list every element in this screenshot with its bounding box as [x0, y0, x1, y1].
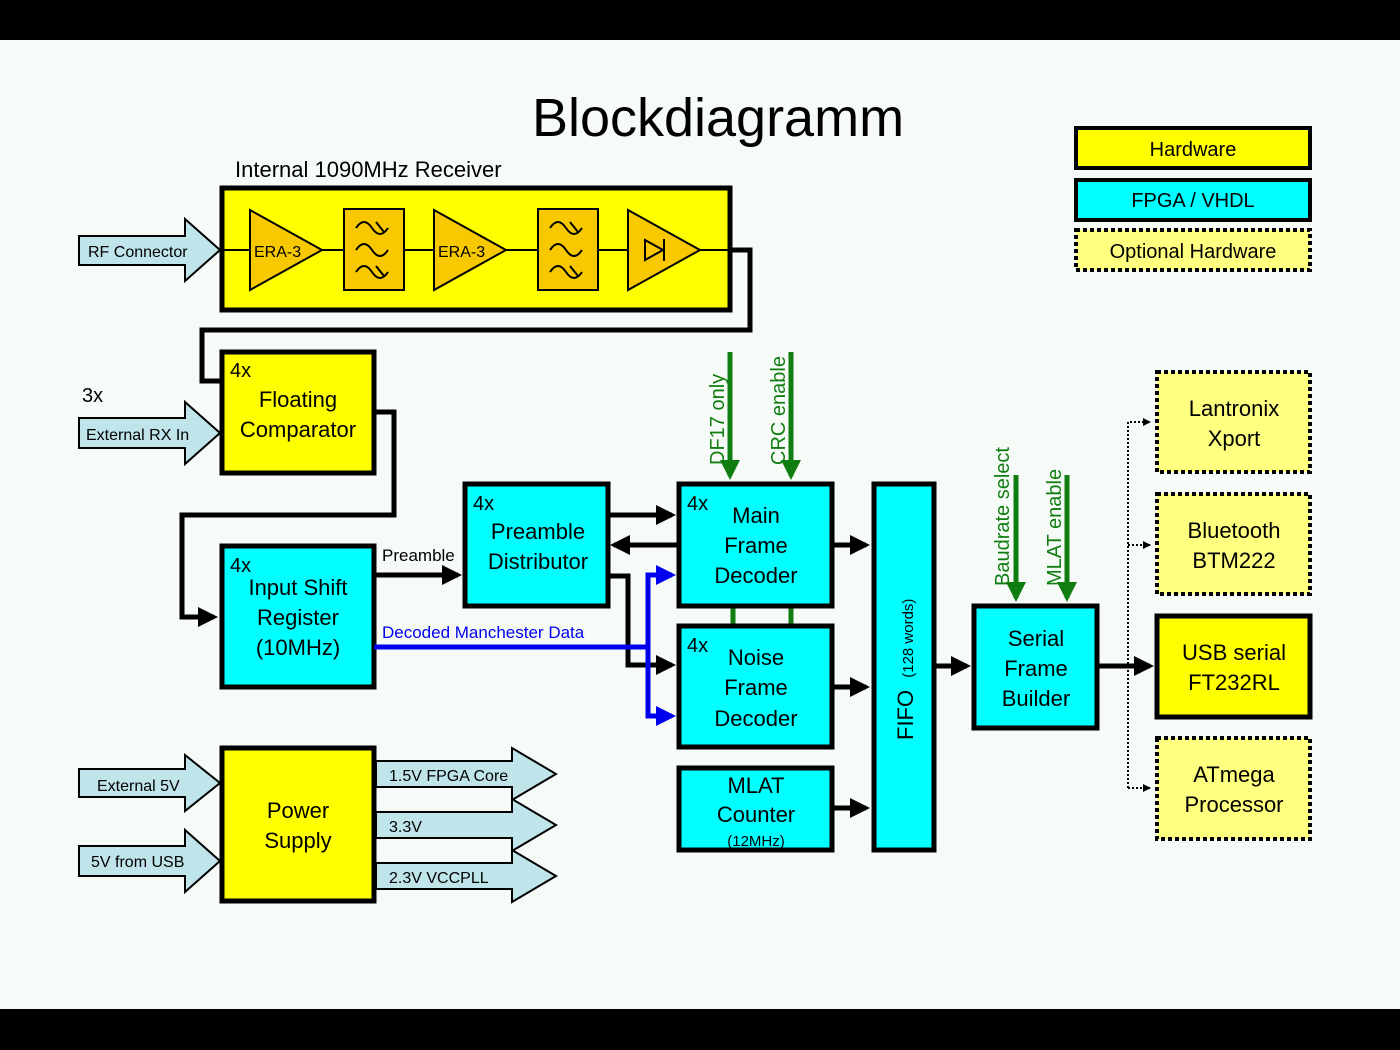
bluetooth-btm222-block: Bluetooth BTM222 — [1155, 492, 1312, 596]
external-5v-input: External 5V — [78, 752, 222, 814]
ext-rx-count: 3x — [82, 385, 103, 407]
power-supply-block: Power Supply — [219, 745, 377, 904]
block-diagram: Blockdiagramm Hardware FPGA / VHDL Optio… — [78, 88, 1313, 904]
svg-text:Bluetooth: Bluetooth — [1188, 518, 1281, 543]
df17-signal-label: DF17 only — [707, 374, 729, 465]
svg-text:3.3V: 3.3V — [389, 819, 422, 836]
svg-text:ATmega: ATmega — [1193, 762, 1275, 787]
baudrate-signal-label: Baudrate select — [992, 447, 1014, 586]
power-output-1v5: 1.5V FPGA Core — [375, 746, 558, 802]
svg-text:Frame: Frame — [1004, 656, 1068, 681]
input-shift-register-block: 4x Input Shift Register (10MHz) — [219, 543, 377, 690]
svg-text:USB serial: USB serial — [1182, 640, 1286, 665]
receiver-label: Internal 1090MHz Receiver — [235, 157, 502, 182]
preamble-distributor-block: 4x Preamble Distributor — [462, 481, 611, 609]
diode-detector-icon — [627, 208, 703, 292]
svg-text:MLAT: MLAT — [727, 773, 784, 798]
svg-text:4x: 4x — [687, 493, 708, 515]
svg-text:RF Connector: RF Connector — [88, 244, 188, 261]
usb-serial-ft232rl-block: USB serial FT232RL — [1154, 613, 1313, 720]
amplifier-2-label: ERA-3 — [438, 244, 485, 261]
svg-text:Register: Register — [257, 605, 339, 630]
svg-text:Builder: Builder — [1002, 686, 1070, 711]
svg-text:BTM222: BTM222 — [1192, 548, 1275, 573]
external-rx-input: External RX In — [78, 399, 222, 467]
preamble-signal-label: Preamble — [382, 546, 455, 565]
svg-text:Counter: Counter — [717, 802, 795, 827]
svg-text:Frame: Frame — [724, 533, 788, 558]
page-title: Blockdiagramm — [532, 88, 904, 148]
svg-text:Noise: Noise — [728, 645, 784, 670]
svg-text:Comparator: Comparator — [240, 417, 356, 442]
svg-text:4x: 4x — [473, 493, 494, 515]
crc-signal-label: CRC enable — [768, 356, 790, 465]
amplifier-1-label: ERA-3 — [254, 244, 301, 261]
svg-text:FIFO (128 words): FIFO (128 words) — [893, 599, 918, 740]
legend-hardware-label: Hardware — [1150, 139, 1237, 161]
svg-text:Preamble: Preamble — [491, 519, 585, 544]
legend-fpga-label: FPGA / VHDL — [1131, 190, 1254, 212]
svg-text:4x: 4x — [230, 360, 251, 382]
amplifier-1-icon — [249, 208, 325, 292]
svg-text:Frame: Frame — [724, 675, 788, 700]
svg-text:Power: Power — [267, 798, 329, 823]
noise-frame-decoder-block: 4x Noise Frame Decoder — [676, 623, 835, 750]
lantronix-xport-block: Lantronix Xport — [1155, 370, 1312, 474]
svg-text:External 5V: External 5V — [97, 778, 180, 795]
rf-connector-input: RF Connector — [78, 216, 222, 284]
svg-text:Processor: Processor — [1184, 792, 1283, 817]
svg-text:(12MHz): (12MHz) — [727, 833, 785, 850]
serial-frame-builder-block: Serial Frame Builder — [971, 603, 1100, 731]
svg-text:1.5V FPGA Core: 1.5V FPGA Core — [389, 768, 508, 785]
svg-text:Decoder: Decoder — [714, 706, 797, 731]
atmega-processor-block: ATmega Processor — [1155, 736, 1312, 841]
svg-text:Supply: Supply — [264, 828, 331, 853]
bandpass-filter-1-icon — [343, 208, 405, 291]
fifo-block: FIFO (128 words) — [871, 481, 937, 853]
legend-optional-label: Optional Hardware — [1110, 241, 1277, 263]
svg-text:4x: 4x — [687, 635, 708, 657]
floating-comparator-block: 4x Floating Comparator — [219, 349, 377, 476]
svg-text:4x: 4x — [230, 555, 251, 577]
legend-hardware-swatch — [1074, 126, 1312, 170]
svg-text:5V from USB: 5V from USB — [91, 854, 184, 871]
mlat-counter-block: MLAT Counter (12MHz) — [676, 765, 835, 853]
legend-fpga-swatch — [1074, 178, 1312, 222]
slide: Blockdiagramm Hardware FPGA / VHDL Optio… — [0, 40, 1400, 1009]
power-output-2v3: 2.3V VCCPLL — [375, 848, 558, 904]
svg-text:Serial: Serial — [1008, 626, 1064, 651]
svg-text:Floating: Floating — [259, 387, 337, 412]
svg-text:Main: Main — [732, 503, 780, 528]
bandpass-filter-2-icon — [537, 208, 599, 291]
svg-text:Decoder: Decoder — [714, 563, 797, 588]
power-output-3v3: 3.3V — [375, 797, 558, 853]
amplifier-2-icon — [433, 208, 509, 292]
svg-text:Lantronix: Lantronix — [1189, 396, 1280, 421]
manchester-signal-label: Decoded Manchester Data — [382, 623, 585, 642]
svg-text:2.3V VCCPLL: 2.3V VCCPLL — [389, 870, 489, 887]
svg-text:(10MHz): (10MHz) — [256, 635, 340, 660]
legend: Hardware FPGA / VHDL Optional Hardware — [1074, 126, 1312, 272]
svg-text:External RX In: External RX In — [86, 427, 189, 444]
main-frame-decoder-block: 4x Main Frame Decoder — [676, 481, 835, 609]
svg-text:Input Shift: Input Shift — [248, 575, 347, 600]
svg-text:Xport: Xport — [1208, 426, 1261, 451]
mlat-enable-signal-label: MLAT enable — [1044, 469, 1066, 586]
svg-text:FT232RL: FT232RL — [1188, 670, 1280, 695]
svg-text:Distributor: Distributor — [488, 549, 588, 574]
legend-optional-swatch — [1074, 228, 1312, 272]
usb-5v-input: 5V from USB — [78, 827, 222, 895]
